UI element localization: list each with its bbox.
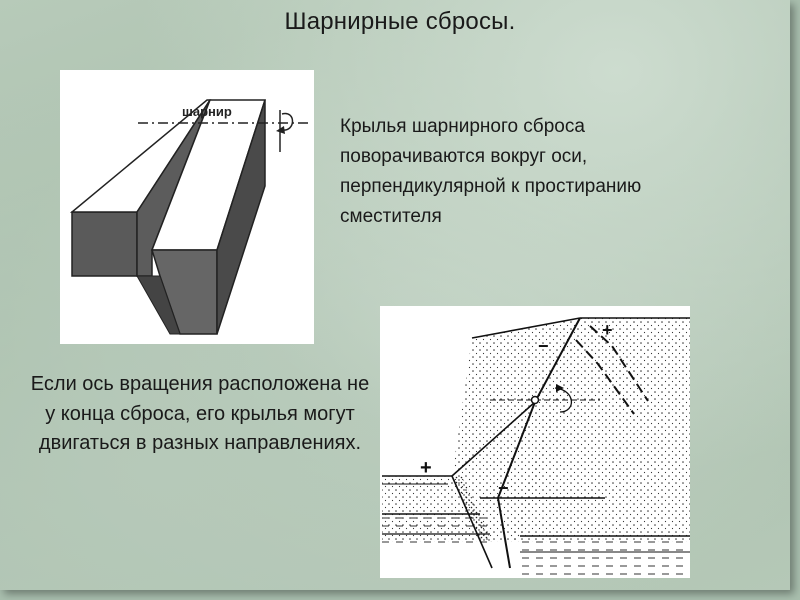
cross-section-svg: + − + − (382, 317, 690, 576)
hinge-block-diagram: шарнир (60, 70, 314, 344)
plus-left-sign: + (420, 457, 432, 479)
hinge-description: Крылья шарнирного сброса поворачиваются … (340, 116, 642, 227)
hanging-wall-layer (510, 318, 690, 542)
fault-wall (136, 99, 211, 277)
axis-description: Если ось вращения расположена не у конца… (30, 373, 370, 454)
rotation-arrow-icon (276, 110, 294, 152)
left-block-side (136, 275, 181, 335)
displaced-dashed-line (589, 325, 649, 402)
bottom-layer-right (520, 536, 690, 576)
plus-top-sign: + (602, 320, 613, 340)
right-block-side (216, 99, 266, 335)
right-block-front (150, 249, 218, 335)
slide: Шарнирные сбросы. шарнир (0, 0, 790, 590)
fault-plane-line (496, 317, 581, 569)
minus-top-sign: − (538, 336, 549, 356)
rotation-axis-point (530, 395, 540, 405)
cross-section-diagram: + − + − (380, 306, 690, 578)
hinge-label: шарнир (182, 104, 232, 119)
minus-bottom-sign: − (498, 478, 509, 498)
bottom-layer-left (382, 514, 492, 546)
footwall-layer (452, 318, 580, 542)
left-block-front (71, 211, 138, 277)
hinge-block-svg: шарнир (69, 99, 310, 335)
slide-title: Шарнирные сбросы. (284, 8, 516, 35)
